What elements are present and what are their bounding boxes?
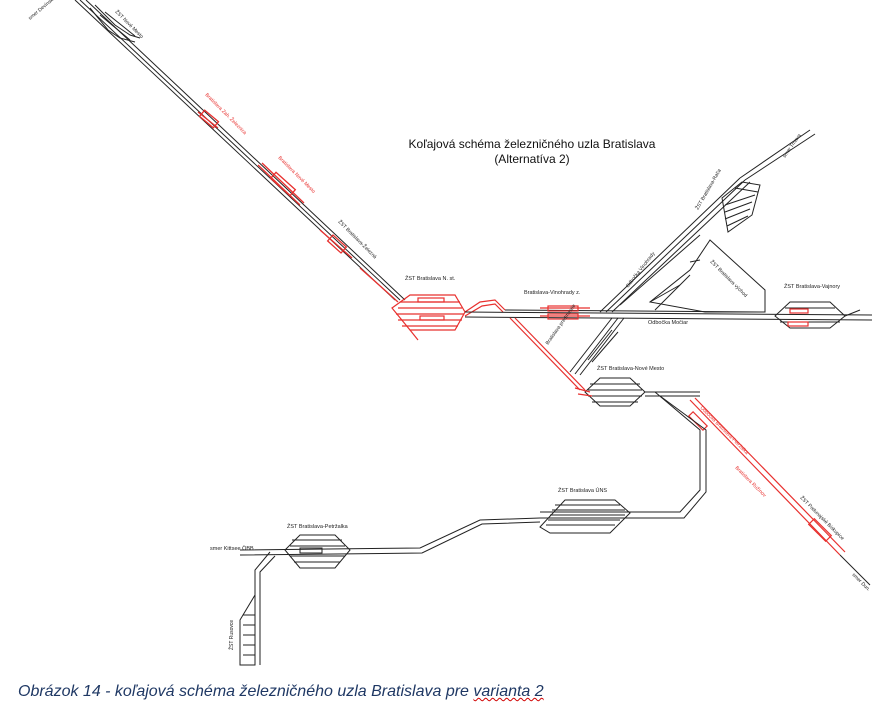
track-diagram: ŽST Nové Mesto Bratislava Zah. Železnica…	[27, 0, 872, 666]
label-zst-vychod: ŽST Bratislava východ	[709, 258, 750, 299]
station-petrzalka	[284, 534, 351, 569]
ne-lines	[599, 129, 816, 313]
label-zst-nove-mesto: ŽST Bratislava-Nové Mesto	[597, 364, 664, 372]
diagram-title-line1: Koľajová schéma železničného uzla Bratis…	[408, 137, 656, 151]
label-zst-vajnory: ŽST Bratislava-Vajnory	[784, 282, 840, 290]
label-vinohrady-z: Bratislava-Vinohrady z.	[524, 290, 581, 296]
label-zst-raca: ŽST Bratislava-Rača	[693, 167, 723, 211]
label-bratislava-ruz: Bratislava Ružinov	[734, 465, 768, 499]
nove-mesto-red	[574, 387, 593, 397]
vajnory-red	[787, 308, 809, 327]
label-bratislava-zah: Bratislava Zah. Železnica	[204, 91, 250, 137]
nw-main-line	[74, 0, 406, 301]
caption-prefix: Obrázok 14 - koľajová schéma železničnéh…	[18, 683, 474, 700]
label-zst-hl-st: ŽST Bratislava N. st.	[405, 274, 456, 282]
label-bratislava-zelez: ŽST Bratislava-Železná	[337, 218, 380, 261]
vinohrady-red	[540, 305, 590, 320]
label-predmestie: Bratislava predmestie	[545, 303, 578, 346]
east-west-main	[464, 309, 872, 321]
station-predmestie	[569, 317, 625, 376]
south-line	[239, 391, 707, 556]
caption-underlined: varianta 2	[473, 683, 544, 700]
label-smer-trnava: smer Trnava	[782, 133, 803, 159]
label-smer-devinska: smer Devínska	[27, 0, 57, 22]
station-raca	[721, 181, 761, 233]
label-zst-uns: ŽST Bratislava ÚNS	[558, 486, 607, 494]
diagram-title: Koľajová schéma železničného uzla Bratis…	[392, 137, 672, 167]
label-smer-kittsee: smer Kittsee ÖBB	[210, 545, 254, 552]
label-odbocka-vinohrady: Odbočka Vinohrady	[625, 251, 657, 290]
branch-nove-mesto	[509, 317, 586, 391]
label-odbocka-mocar: Odbočka Močiar	[648, 320, 688, 326]
diagram-title-line2: (Alternatíva 2)	[494, 152, 570, 166]
station-nove-mesto	[584, 377, 700, 407]
station-uns	[539, 499, 631, 534]
figure-caption: Obrázok 14 - koľajová schéma železničnéh…	[18, 683, 544, 701]
label-zst-petrzalka: ŽST Bratislava-Petržalka	[287, 522, 349, 530]
station-top-left	[89, 4, 141, 43]
station-vychod	[648, 239, 766, 313]
label-zst-rusovce: ŽST Rusovce	[227, 620, 235, 650]
rusovce-branch	[239, 551, 276, 666]
line-podunajske	[687, 397, 846, 556]
nw-red-segments	[197, 109, 399, 303]
label-zst-podunajske: ŽST Podunajské Biskupice	[799, 494, 847, 542]
line-to-dun	[839, 554, 871, 586]
